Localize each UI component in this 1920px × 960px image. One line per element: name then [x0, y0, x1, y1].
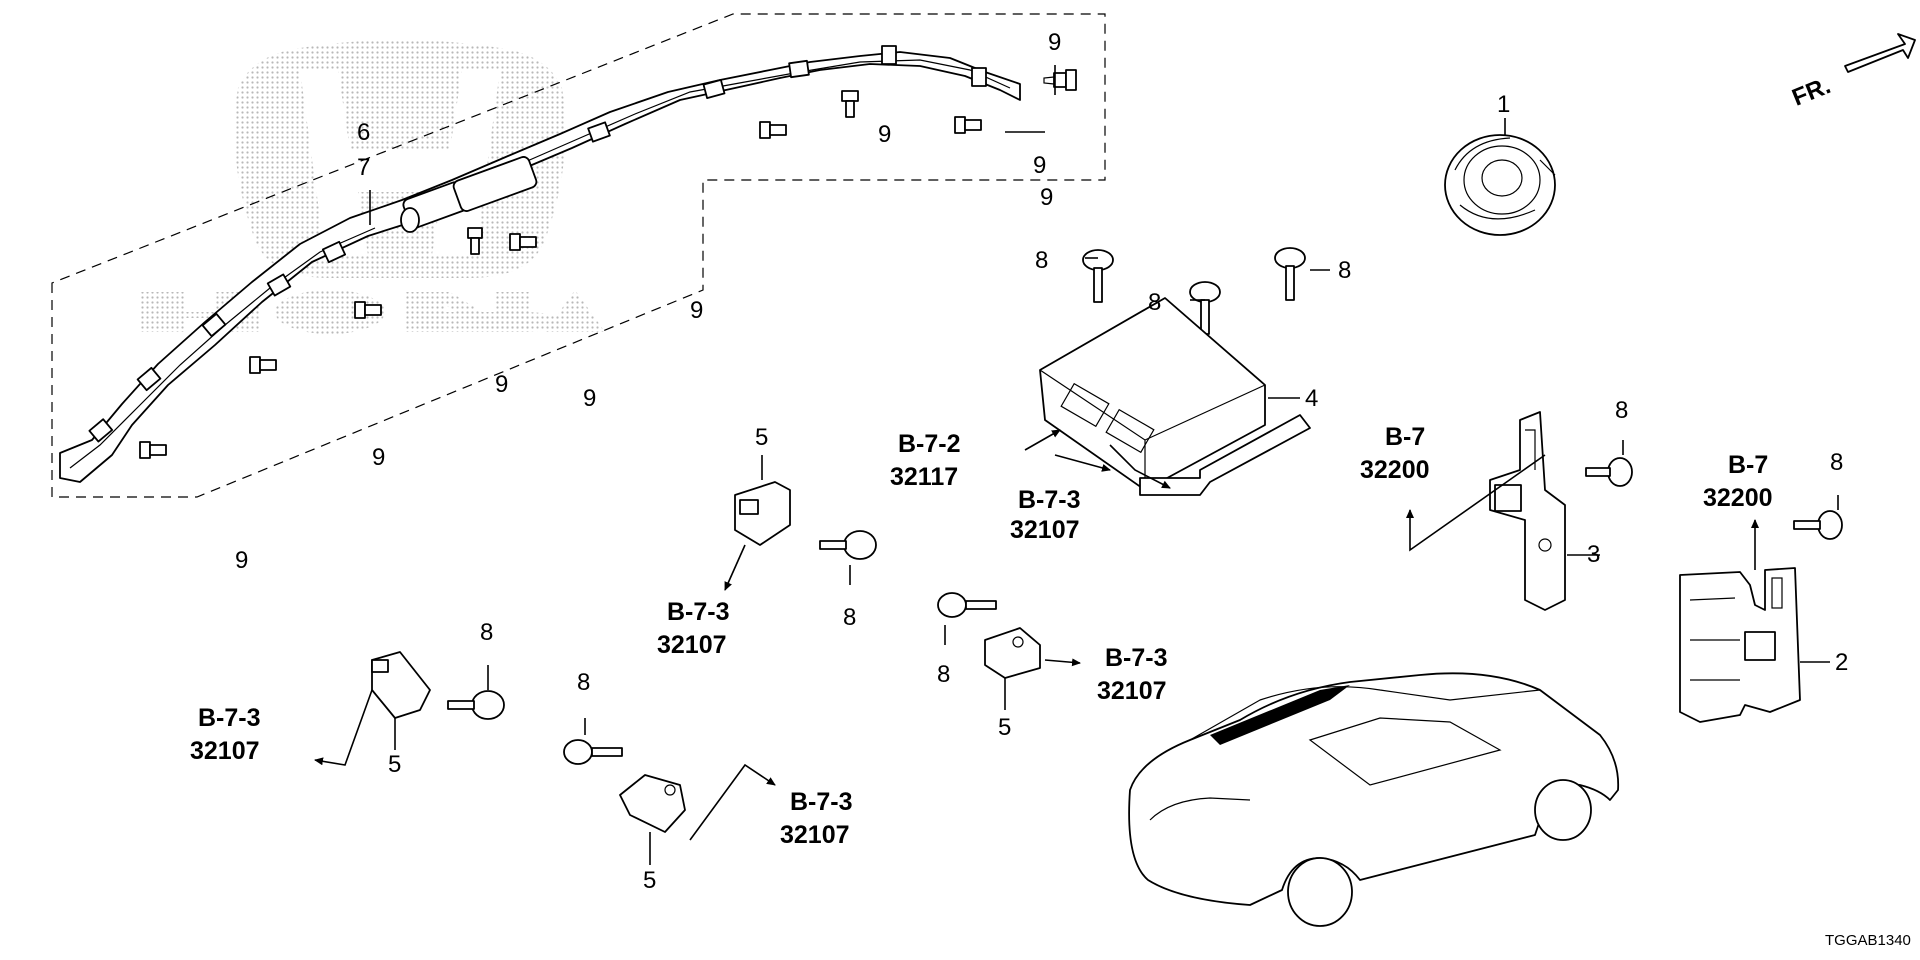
- label-part-8: 8: [1830, 449, 1843, 476]
- ref-number: 32117: [890, 463, 958, 491]
- ref-section: B-7-2: [898, 430, 961, 458]
- ref-section: B-7: [1385, 423, 1425, 451]
- label-part-5: 5: [998, 714, 1011, 741]
- label-part-9: 9: [1033, 152, 1046, 179]
- srs-unit: [1039, 297, 1311, 496]
- label-part-9: 9: [372, 444, 385, 471]
- label-part-8: 8: [1338, 257, 1351, 284]
- label-part-9: 9: [1048, 29, 1061, 56]
- ref-section: B-7-3: [1018, 486, 1081, 514]
- bracket-sensor-3: [1489, 411, 1566, 611]
- curtain-airbag: [59, 45, 1021, 483]
- label-part-8: 8: [480, 619, 493, 646]
- label-part-8: 8: [843, 604, 856, 631]
- label-part-9: 9: [690, 297, 703, 324]
- label-part-9: 9: [583, 385, 596, 412]
- front-direction-arrow: [1844, 33, 1916, 73]
- label-part-3: 3: [1587, 541, 1600, 568]
- label-part-8: 8: [1035, 247, 1048, 274]
- diagram-code: TGGAB1340: [1825, 932, 1911, 949]
- label-part-2: 2: [1835, 649, 1848, 676]
- label-part-9: 9: [495, 371, 508, 398]
- bracket-sensor-2: [1679, 567, 1801, 723]
- label-part-8: 8: [1148, 289, 1161, 316]
- part-number-labels: 1 2 3 4 5 5 5 5 6 7 8 8 8 8 8 8 8 8 8 9 …: [235, 29, 1848, 894]
- ref-section: B-7-3: [198, 704, 261, 732]
- label-part-1: 1: [1497, 91, 1510, 118]
- label-part-9: 9: [1040, 184, 1053, 211]
- ref-number: 32107: [190, 737, 260, 765]
- ref-number: 32200: [1360, 456, 1430, 484]
- ref-section: B-7-3: [1105, 644, 1168, 672]
- label-part-5: 5: [643, 867, 656, 894]
- label-part-8: 8: [1615, 397, 1628, 424]
- ref-section: B-7-3: [667, 598, 730, 626]
- label-part-5: 5: [755, 424, 768, 451]
- ref-section: B-7: [1728, 451, 1768, 479]
- ref-number: 32200: [1703, 484, 1773, 512]
- bolt-8-group: [447, 247, 1843, 765]
- label-part-6: 6: [357, 119, 370, 146]
- label-part-4: 4: [1305, 385, 1318, 412]
- impact-sensor-right: [984, 627, 1041, 679]
- ref-number: 32107: [780, 821, 850, 849]
- label-part-9: 9: [878, 121, 891, 148]
- vehicle-location-illustration: [1128, 672, 1620, 927]
- impact-sensor-bottom: [619, 774, 686, 833]
- clock-spring: [1444, 134, 1556, 236]
- leader-lines: [314, 65, 1839, 865]
- curtain-group-outline: [51, 13, 1106, 498]
- label-part-5: 5: [388, 751, 401, 778]
- bolt-9-group: [139, 69, 1077, 459]
- impact-sensor-left: [371, 651, 431, 719]
- label-part-8: 8: [577, 669, 590, 696]
- reference-labels: B-7-2 32117 B-7-3 32107 B-7-3 32107 B-7-…: [190, 423, 1773, 849]
- ref-number: 32107: [657, 631, 727, 659]
- ref-number: 32107: [1010, 516, 1080, 544]
- fr-direction-label: FR.: [1788, 72, 1834, 112]
- label-part-9: 9: [235, 547, 248, 574]
- ref-number: 32107: [1097, 677, 1167, 705]
- ref-section: B-7-3: [790, 788, 853, 816]
- label-part-7: 7: [357, 154, 370, 181]
- impact-sensor-mid: [734, 481, 791, 546]
- label-part-8: 8: [937, 661, 950, 688]
